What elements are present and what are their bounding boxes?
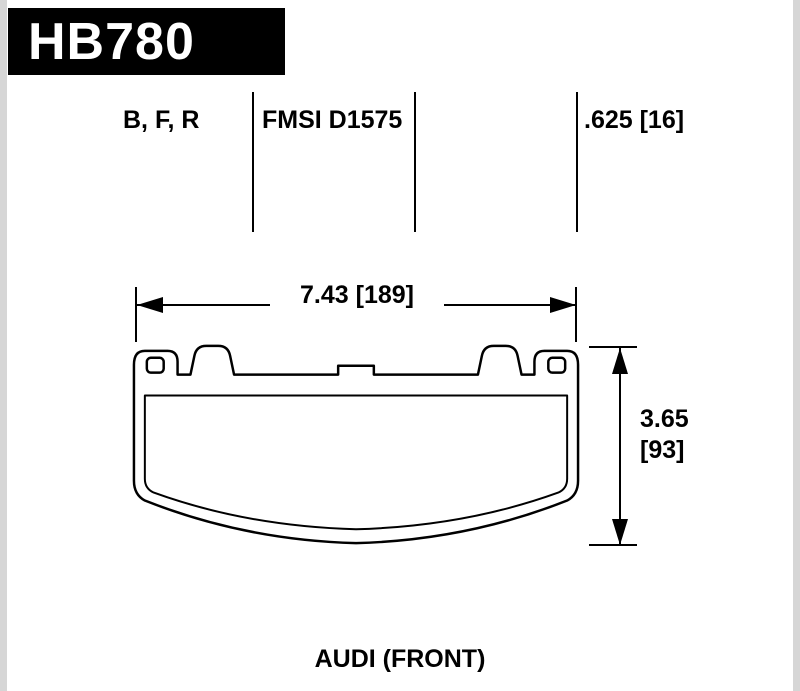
height-dimension-mm: [93] <box>640 436 685 464</box>
part-number: HB780 <box>28 12 195 71</box>
pad-inner-outline <box>143 394 569 531</box>
height-witness-line-top <box>589 346 637 348</box>
dim-arrow-right-icon <box>550 297 576 313</box>
width-witness-line-left <box>135 287 137 342</box>
ref-line-1 <box>252 92 254 232</box>
height-dimension-inches: 3.65 <box>640 405 689 433</box>
brake-pad-drawing <box>132 344 580 545</box>
part-number-box: HB780 <box>8 8 285 75</box>
ref-line-3 <box>576 92 578 232</box>
ref-line-2 <box>414 92 416 232</box>
compound-codes-label: B, F, R <box>123 106 200 134</box>
pad-left-ear-hole <box>145 356 165 374</box>
right-edge-strip <box>793 0 800 691</box>
fmsi-label: FMSI D1575 <box>262 106 403 134</box>
dim-arrow-up-icon <box>612 348 628 374</box>
thickness-label: .625 [16] <box>584 106 685 134</box>
dim-arrow-down-icon <box>612 519 628 545</box>
height-dimension-label: 3.65 [93] <box>640 404 689 466</box>
width-dimension-label: 7.43 [189] <box>270 281 444 310</box>
width-witness-line-right <box>575 287 577 342</box>
left-edge-strip <box>0 0 7 691</box>
pad-outer-outline <box>132 344 580 545</box>
height-witness-line-bottom <box>589 544 637 546</box>
dim-arrow-left-icon <box>137 297 163 313</box>
height-dimension-line <box>619 347 621 545</box>
application-label: AUDI (FRONT) <box>314 645 486 673</box>
pad-right-ear-hole <box>547 356 567 374</box>
